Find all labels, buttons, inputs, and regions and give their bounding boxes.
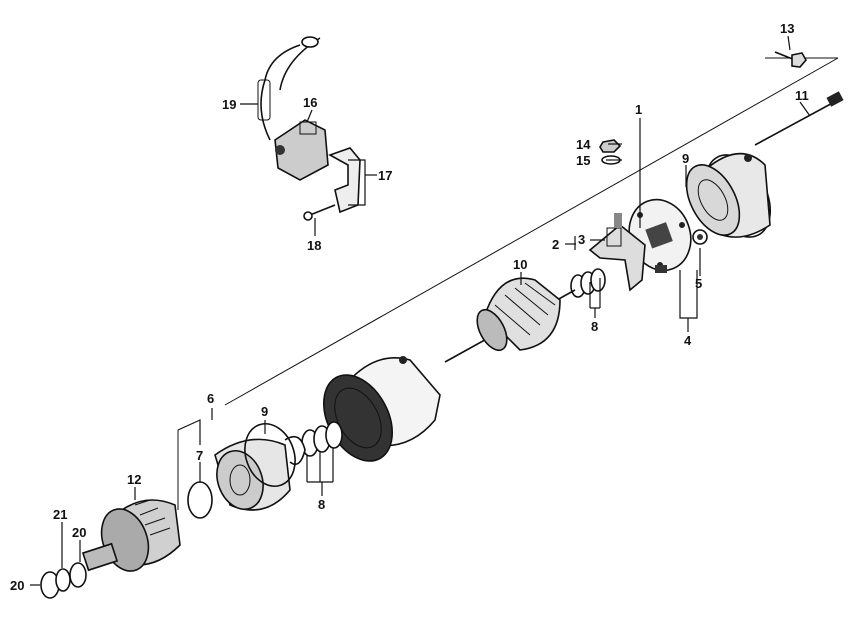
callout-2: 2 bbox=[552, 237, 559, 252]
armature bbox=[444, 277, 576, 363]
callout-13: 13 bbox=[780, 21, 794, 36]
callout-10: 10 bbox=[513, 257, 527, 272]
callout-17: 17 bbox=[378, 168, 392, 183]
callout-3: 3 bbox=[578, 232, 585, 247]
washer-21 bbox=[55, 568, 71, 592]
callout-6: 6 bbox=[207, 391, 214, 406]
rear-end-cover bbox=[685, 152, 772, 238]
starter-clutch bbox=[81, 499, 181, 572]
brush-spring bbox=[692, 229, 708, 245]
assembly-axis-line bbox=[224, 57, 839, 406]
callout-15: 15 bbox=[576, 153, 590, 168]
washer-20-right bbox=[69, 562, 87, 588]
callout-9-lower: 9 bbox=[261, 404, 268, 419]
wiring-harness bbox=[257, 36, 321, 141]
leader-lines bbox=[30, 35, 811, 586]
thrust-washers-upper bbox=[570, 268, 606, 298]
drive-end-housing bbox=[214, 438, 291, 511]
o-ring-9-lower bbox=[244, 423, 296, 487]
callout-14: 14 bbox=[576, 137, 591, 152]
callout-7: 7 bbox=[196, 448, 203, 463]
callout-20-right: 20 bbox=[72, 525, 86, 540]
nut bbox=[599, 139, 622, 153]
callout-4: 4 bbox=[684, 333, 692, 348]
callout-21: 21 bbox=[53, 507, 67, 522]
screw bbox=[774, 51, 807, 68]
brush-holder bbox=[588, 213, 646, 292]
callout-1: 1 bbox=[635, 102, 642, 117]
callout-8-upper: 8 bbox=[591, 319, 598, 334]
callout-18: 18 bbox=[307, 238, 321, 253]
callout-16: 16 bbox=[303, 95, 317, 110]
through-bolt bbox=[754, 91, 844, 146]
callout-9-upper: 9 bbox=[682, 151, 689, 166]
callout-19: 19 bbox=[222, 97, 236, 112]
yoke-field-frame bbox=[323, 356, 441, 462]
starter-relay bbox=[274, 119, 329, 181]
callout-5: 5 bbox=[695, 276, 702, 291]
thrust-washers-lower bbox=[284, 421, 343, 466]
seal-ring bbox=[187, 481, 213, 519]
callout-12: 12 bbox=[127, 472, 141, 487]
callout-20-left: 20 bbox=[10, 578, 24, 593]
callout-11: 11 bbox=[795, 88, 809, 103]
relay-bracket bbox=[328, 147, 361, 214]
callout-8-lower: 8 bbox=[318, 497, 325, 512]
bracket-bolt bbox=[303, 204, 336, 221]
